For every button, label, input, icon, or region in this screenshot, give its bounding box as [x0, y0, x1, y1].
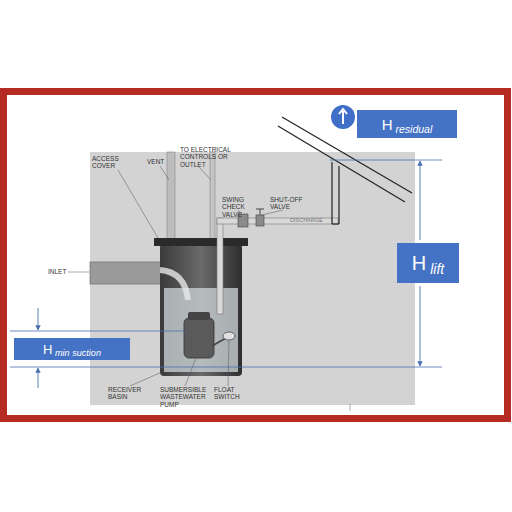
up-arrow [339, 109, 347, 124]
dimension-line [420, 161, 421, 240]
part-label: INLET [48, 268, 70, 275]
dimension-line [38, 368, 39, 388]
part-label: FLOAT SWITCH [214, 386, 248, 401]
reference-line [10, 367, 442, 368]
subscript: min suction [52, 348, 101, 358]
part-label: TO ELECTRICAL CONTROLS OR OUTLET [180, 146, 252, 168]
part-label: DISCHARGE [290, 217, 326, 223]
part-label: SHUT-OFF VALVE [270, 196, 308, 211]
reference-line [10, 331, 186, 332]
riser-end [332, 223, 339, 224]
discharge-riser [217, 218, 223, 314]
subscript: lift [426, 261, 444, 277]
outside-riser [332, 162, 339, 224]
part-label: VENT [147, 158, 169, 165]
conduit [210, 152, 215, 242]
symbol: H [412, 252, 426, 274]
valve-handle [256, 209, 264, 210]
access-cover [154, 238, 248, 246]
part-label: SUBMERSIBLE WASTEWATER PUMP [160, 386, 212, 408]
pressure-marker [331, 105, 355, 129]
head-label-box: H lift [397, 243, 459, 283]
symbol: H [382, 116, 393, 133]
water [164, 288, 238, 372]
symbol: H [43, 342, 52, 357]
dimension-line [420, 286, 421, 366]
inlet-pipe [90, 262, 162, 284]
float-arm [212, 338, 226, 346]
head-label-box: H min suction [14, 338, 130, 360]
part-label: RECEIVER BASIN [108, 386, 142, 401]
inlet-flow [160, 270, 188, 300]
head-label: H residual [382, 116, 433, 133]
pump-top [188, 312, 210, 320]
dimension-line [38, 308, 39, 330]
valve-stem [260, 209, 261, 215]
head-label: H lift [412, 252, 444, 275]
receiver-basin [160, 244, 242, 376]
discharge-pipe [217, 218, 338, 224]
head-label: H min suction [43, 342, 101, 357]
vent-pipe [167, 152, 175, 242]
subscript: residual [393, 123, 433, 135]
part-label: SWING CHECK VALVE [222, 196, 256, 218]
frame [4, 92, 508, 419]
shut-off-valve [256, 215, 264, 226]
head-label-box: H residual [357, 110, 457, 138]
tick [350, 404, 351, 411]
reference-line [330, 160, 442, 161]
float-switch [223, 332, 235, 340]
part-label: ACCESS COVER [92, 155, 132, 170]
pump [184, 318, 214, 358]
